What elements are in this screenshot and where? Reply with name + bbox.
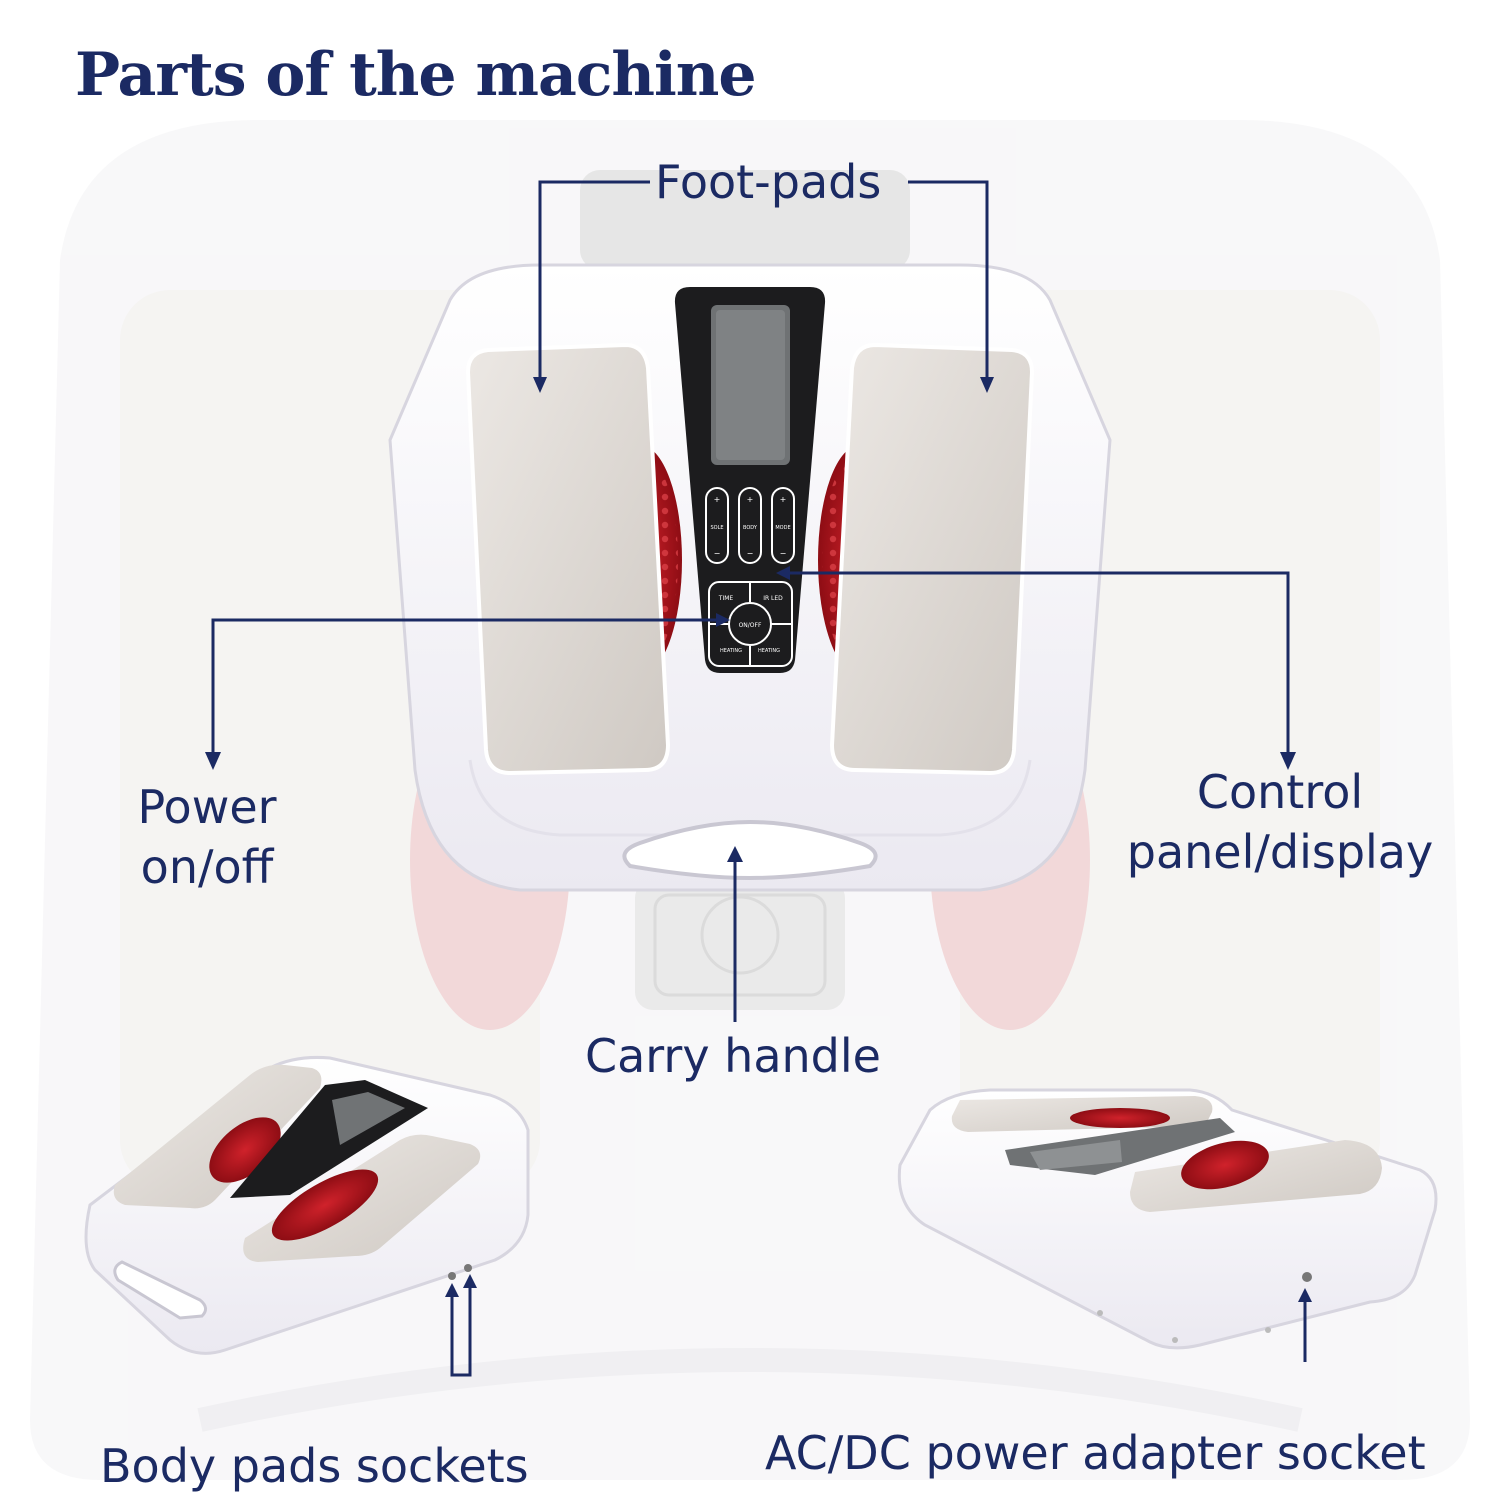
mode-button-label: MODE (775, 525, 790, 531)
carry-handle (622, 819, 878, 881)
heating-left-label: HEATING (720, 648, 742, 654)
foot-pad-right (829, 342, 1035, 776)
label-control-line-2: panel/display (1126, 825, 1434, 879)
mode-minus-glyph: − (780, 549, 787, 558)
on-off-button (728, 602, 772, 646)
label-carry-handle: Carry handle (585, 1029, 881, 1083)
power-leader (211, 618, 722, 760)
sole-plus-glyph: + (714, 495, 721, 504)
label-control-line-1: Control (1196, 765, 1364, 819)
sole-minus-glyph: − (714, 549, 721, 558)
power-adapter-socket (1302, 1272, 1312, 1282)
body-plus-glyph: + (747, 495, 754, 504)
callout-lines (211, 180, 1307, 1377)
label-control-panel: Control panel/display (1110, 762, 1450, 882)
sole-button-label: SOLE (710, 525, 723, 531)
callout-arrowheads (205, 377, 1312, 1302)
mode-plus-glyph: + (780, 495, 787, 504)
ir-led-button-label: IR LED (763, 595, 783, 602)
body-pad-socket-1 (448, 1272, 456, 1280)
device-angled-left (84, 1056, 530, 1355)
main-device: + + + SOLE BODY MODE − − − TIME IR LED O… (388, 263, 1112, 892)
heating-right-label: HEATING (758, 648, 780, 654)
label-power-line-1: Power (137, 780, 277, 834)
foot-pads-left-leader (538, 180, 650, 385)
foot-pads-right-leader (908, 180, 989, 385)
page-title: Parts of the machine (75, 40, 757, 110)
label-power-on-off: Power on/off (92, 777, 322, 897)
device-angled-right (897, 1088, 1438, 1350)
body-button-label: BODY (743, 525, 758, 531)
label-body-pads-sockets: Body pads sockets (100, 1439, 529, 1493)
body-pad-socket-2 (464, 1264, 472, 1272)
on-off-button-label: ON/OFF (739, 622, 762, 629)
foot-pad-left (465, 342, 671, 776)
time-button-label: TIME (718, 595, 734, 602)
body-minus-glyph: − (747, 549, 754, 558)
body-pads-sockets-leader (450, 1283, 472, 1377)
label-power-line-2: on/off (140, 840, 274, 894)
label-foot-pads: Foot-pads (655, 155, 882, 209)
control-panel-leader (785, 571, 1290, 760)
label-power-adapter-socket: AC/DC power adapter socket (765, 1426, 1426, 1480)
